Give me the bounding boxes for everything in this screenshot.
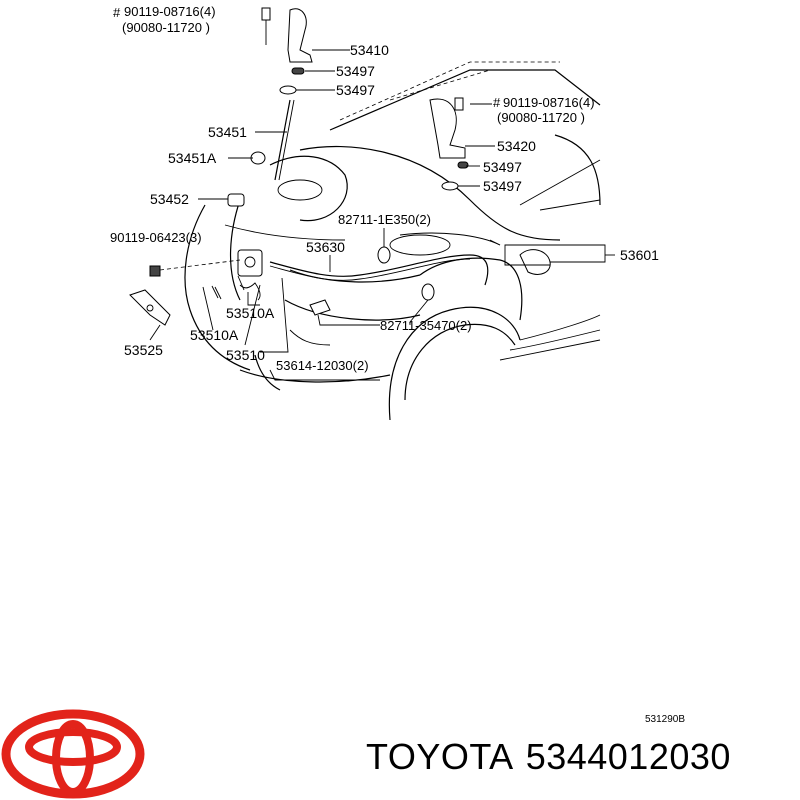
- label-cable: 53630: [306, 239, 345, 255]
- part-labels: # 90119-08716(4) (90080-11720 ) 53410 53…: [110, 4, 685, 725]
- part-number: 5344012030: [525, 736, 731, 777]
- hood-lock-assembly: [129, 249, 263, 326]
- label-hinge-right: 53420: [497, 138, 536, 154]
- brand-name: TOYOTA: [366, 736, 514, 777]
- car-body-outline: [184, 61, 601, 421]
- label-bolt-top-right-alt: (90080-11720 ): [497, 110, 585, 125]
- label-support-rod: 53451: [208, 124, 247, 140]
- figure-code: 531290B: [645, 714, 685, 725]
- hood-hinge-left: [261, 7, 313, 95]
- label-release-lever: 53601: [620, 247, 659, 263]
- label-lock-assembly: 53510: [226, 347, 265, 363]
- label-clamp-2: 82711-35470(2): [380, 318, 472, 333]
- leader-lines: [149, 49, 615, 381]
- product-caption: TOYOTA 5344012030: [366, 736, 743, 778]
- label-washer-right-1: 53497: [483, 159, 522, 175]
- label-washer-left-2: 53497: [336, 82, 375, 98]
- label-bumper-part: 53614-12030(2): [276, 358, 369, 373]
- label-bolt-top-left: 90119-08716(4): [124, 4, 216, 19]
- label-spring-a: 53510A: [226, 305, 275, 321]
- hood-hinge-right: [429, 97, 469, 191]
- label-bolt-top-right: 90119-08716(4): [503, 95, 595, 110]
- label-washer-right-2: 53497: [483, 178, 522, 194]
- label-support-rod-grommet: 53451A: [168, 150, 217, 166]
- label-washer-left-1: 53497: [336, 63, 375, 79]
- label-bolt-top-left-alt: (90080-11720 ): [122, 20, 210, 35]
- hood-support-rod: [227, 99, 295, 207]
- toyota-logo-icon: [1, 709, 145, 799]
- bolt-mark-right: #: [493, 95, 501, 110]
- label-clamp-1: 82711-1E350(2): [338, 212, 431, 227]
- label-bracket: 53525: [124, 342, 163, 358]
- label-rod-holder: 53452: [150, 191, 189, 207]
- label-hinge-left: 53410: [350, 42, 389, 58]
- label-spring-a-2: 53510A: [190, 327, 239, 343]
- label-bolt-left-side: 90119-06423(3): [110, 230, 202, 245]
- bolt-mark-left: #: [113, 5, 121, 20]
